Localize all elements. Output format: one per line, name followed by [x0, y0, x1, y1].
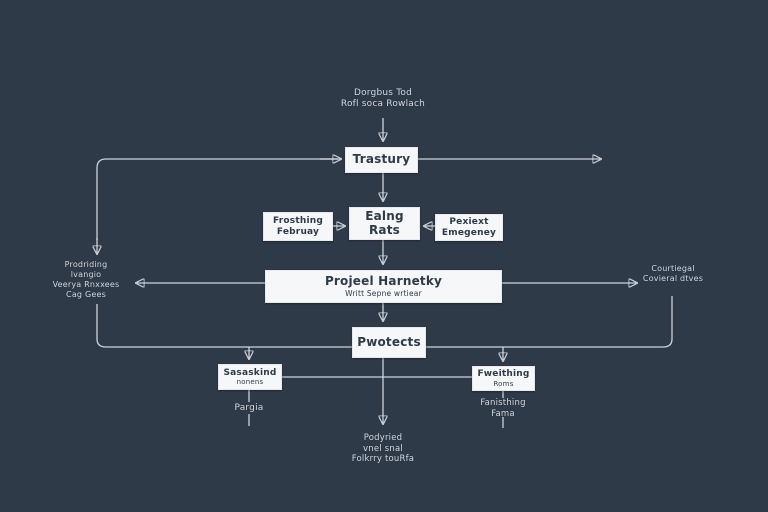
- node-bottom-right-line: Roms: [493, 379, 514, 388]
- node-bottom-right-line: Fweithing: [477, 369, 530, 380]
- node-protects-label: Pwotects: [357, 334, 421, 349]
- left-note-line: Cag Gees: [66, 290, 106, 299]
- node-bottom-left: Sasaskind nonens: [218, 364, 282, 390]
- bottom-center-note: Podyried vnel snal Folkrry touRfa: [303, 433, 463, 465]
- under-bottom-left-line: Pargia: [234, 403, 264, 413]
- top-note: Dorgbus Tod Rofl soca Rowlach: [303, 88, 463, 111]
- top-note-line: Rofl soca Rowlach: [340, 99, 426, 110]
- left-note-line: lvangio: [70, 270, 102, 279]
- bottom-center-line: vnel snal: [363, 443, 403, 454]
- node-protects: Pwotects: [352, 327, 426, 358]
- node-mid-right-line: Emegeney: [441, 227, 497, 238]
- line-rightnote-to-protects: [426, 296, 673, 348]
- right-note-line: Covieral dtves: [642, 274, 704, 283]
- top-note-line: Dorgbus Tod: [353, 88, 413, 98]
- node-treasury: Trastury: [345, 147, 418, 173]
- under-bottom-right-line: Fanisthing: [480, 398, 526, 408]
- line-leftnote-to-protects: [96, 304, 352, 348]
- node-mid-left-line: Februay: [276, 226, 320, 237]
- line-treasury-left-corner: [96, 158, 338, 240]
- left-note-line: Prodriding: [64, 260, 108, 269]
- node-mid-center-label: Ealng Rats: [365, 208, 404, 237]
- node-mid-center: Ealng Rats: [349, 207, 420, 240]
- under-bottom-right-note: Fanisthing Fama: [443, 398, 563, 419]
- node-bottom-right: Fweithing Roms: [472, 366, 535, 391]
- node-mid-left-line: Frosthing: [273, 216, 323, 227]
- right-note-line: Courtiegal: [651, 264, 695, 273]
- bottom-center-line: Folkrry touRfa: [351, 454, 415, 465]
- node-mid-left: Frosthing Februay: [263, 212, 333, 241]
- node-treasury-label: Trastury: [352, 152, 411, 167]
- left-note-line: Veerya Rnxxees: [52, 280, 120, 289]
- under-bottom-right-line: Fama: [491, 408, 515, 419]
- under-bottom-left-note: Pargia: [209, 403, 289, 414]
- node-bottom-left-line: nonens: [236, 378, 264, 387]
- node-wide-subtitle: Writt Sepne wrtiear: [345, 288, 422, 298]
- node-wide-title: Projeel Harnetky: [324, 273, 443, 288]
- node-bottom-left-line: Sasaskind: [223, 367, 277, 378]
- right-note: Courtiegal Covieral dtves: [613, 264, 733, 284]
- node-mid-right: Pexiext Emegeney: [435, 214, 503, 241]
- left-note: Prodriding lvangio Veerya Rnxxees Cag Ge…: [26, 260, 146, 300]
- node-wide: Projeel Harnetky Writt Sepne wrtiear: [265, 270, 502, 303]
- bottom-center-line: Podyried: [363, 433, 403, 443]
- node-mid-right-line: Pexiext: [449, 217, 489, 228]
